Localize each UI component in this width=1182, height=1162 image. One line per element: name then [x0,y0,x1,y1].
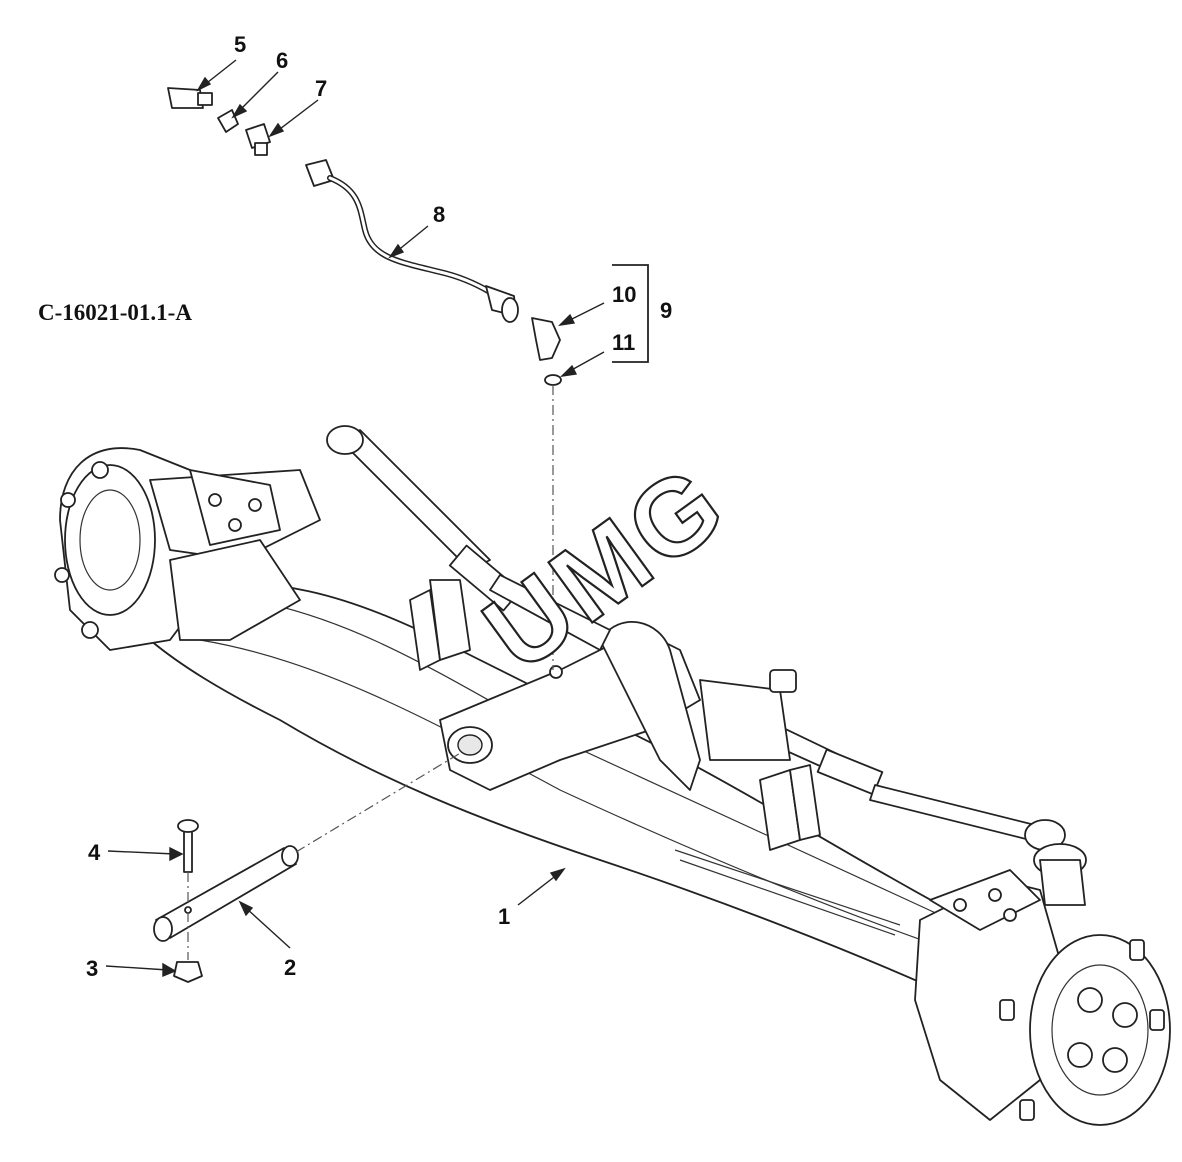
callout-9: 9 [660,298,672,323]
callout-3: 3 [86,956,98,981]
steering-rod-right [739,711,1066,851]
callout-11: 11 [612,330,635,355]
callout-10: 10 [612,282,636,307]
callout-5: 5 [234,32,246,57]
callout-7: 7 [315,76,327,101]
group-bracket-9 [612,264,649,363]
assembly-centerlines [187,385,554,960]
callout-8: 8 [433,202,445,227]
callout-1: 1 [498,904,510,929]
callout-labels: 5 6 7 8 9 10 11 4 3 2 1 [86,32,672,981]
steering-rod-left [326,425,611,651]
support-brackets [409,579,821,851]
callout-6: 6 [276,48,288,73]
left-wheel-hub [54,447,321,651]
pivot-pin-set [153,819,299,983]
leader-lines [105,59,605,978]
callout-4: 4 [88,840,101,865]
hose-assembly [167,87,562,386]
diagram-reference-code: C-16021-01.1-A [38,300,192,325]
callout-2: 2 [284,955,296,980]
pivot-cradle [439,621,701,791]
right-wheel-hub [914,843,1171,1126]
